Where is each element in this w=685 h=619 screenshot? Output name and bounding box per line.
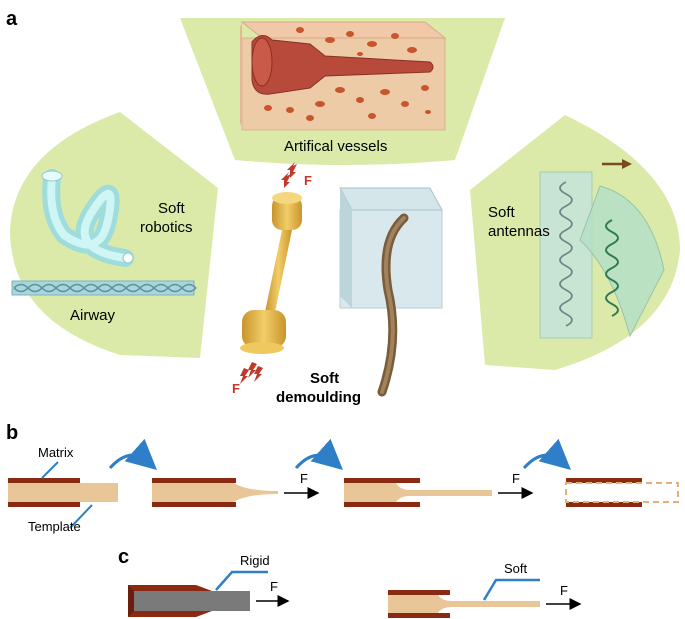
- soft-pointer: [482, 578, 540, 601]
- force-label-top: F: [304, 173, 312, 188]
- matrix-pointer: [41, 461, 59, 479]
- panel-b-step3: [344, 478, 492, 507]
- vessels-label: Artifical vessels: [284, 138, 388, 155]
- panel-b-step2: [152, 478, 278, 507]
- vessel-block: [240, 21, 447, 131]
- soft-robotics-label-1: Soft: [158, 200, 185, 217]
- force-label-bottom: F: [232, 381, 240, 396]
- panel-c-soft: [388, 590, 540, 618]
- airway-tube: [11, 280, 197, 296]
- soft-antennas-label-1: Soft: [488, 204, 515, 221]
- soft-label: Soft: [504, 561, 528, 576]
- tensile-specimen: [240, 192, 302, 354]
- force-label-c1: F: [270, 579, 278, 594]
- force-label-b2: F: [512, 471, 520, 486]
- matrix-label: Matrix: [38, 445, 74, 460]
- helix-tube: [41, 169, 134, 267]
- demould-block: [339, 187, 443, 397]
- demould-label-1: Soft: [310, 370, 340, 387]
- demould-label-2: demoulding: [276, 389, 361, 406]
- antenna-blocks: [539, 159, 665, 339]
- panel-c-rigid: [128, 585, 250, 617]
- blue-arrow-1: [108, 438, 157, 470]
- panel-a-letter: a: [6, 8, 18, 30]
- blue-arrow-2: [294, 438, 343, 470]
- soft-robotics-label-2: robotics: [140, 219, 193, 236]
- soft-antennas-label-2: antennas: [488, 223, 550, 240]
- force-label-c2: F: [560, 583, 568, 598]
- left-sector: [10, 112, 218, 358]
- template-pointer: [69, 504, 93, 529]
- blue-arrow-3: [522, 438, 571, 470]
- template-label: Template: [28, 519, 81, 534]
- airway-label: Airway: [70, 307, 116, 324]
- force-label-b1: F: [300, 471, 308, 486]
- rigid-pointer: [215, 570, 268, 591]
- panel-c-letter: c: [118, 546, 130, 568]
- panel-b-letter: b: [6, 422, 19, 444]
- rigid-label: Rigid: [240, 553, 270, 568]
- panel-b-step1: [8, 478, 118, 507]
- force-arrows-red: [240, 162, 297, 384]
- panel-b-step4: [565, 478, 679, 507]
